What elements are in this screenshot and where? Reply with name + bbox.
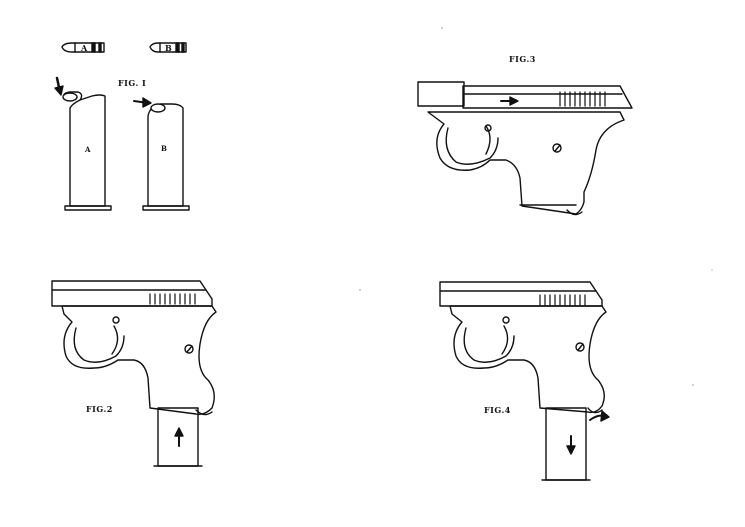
magazine-a-label: A [84,145,91,154]
magazine-a: A [63,92,111,210]
cartridge-a-label: A [80,43,88,53]
fig4-caption: FIG.4 [484,405,511,415]
arrow-right-icon [134,98,151,107]
cartridge-a: A [62,43,104,53]
arrow-up-icon [175,428,183,446]
fig2-caption: FIG.2 [86,404,113,414]
fig1-diagram: A B A [55,43,189,210]
arrow-down-icon [55,78,63,95]
cartridge-b-label: B [165,43,172,53]
cartridge-b: B [150,43,186,53]
fig4-diagram [440,282,609,480]
fig3-caption: FIG.3 [509,54,536,64]
fig3-diagram [418,82,632,215]
magazine-b-label: B [161,144,167,153]
arrow-down-icon [567,436,575,454]
magazine-b: B [143,104,189,210]
fig2-diagram [52,281,216,466]
arrow-right-icon [501,97,518,105]
fig1-caption: FIG. I [118,78,146,88]
